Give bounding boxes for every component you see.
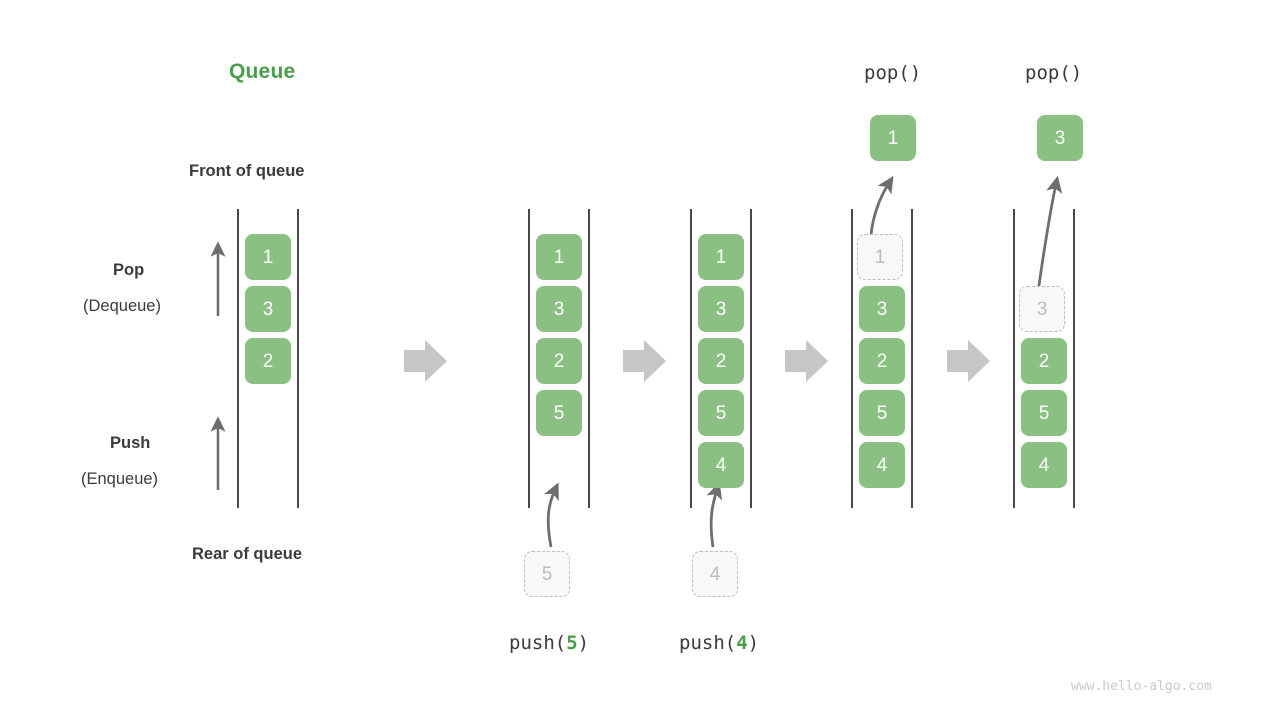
ghost-cell-incoming: 4 bbox=[692, 551, 738, 597]
queue-rail-right bbox=[1073, 209, 1075, 508]
queue-cell: 3 bbox=[245, 286, 291, 332]
queue-cell: 3 bbox=[859, 286, 905, 332]
ghost-cell-removed: 3 bbox=[1019, 286, 1065, 332]
queue-rail-right bbox=[750, 209, 752, 508]
push-prefix: push( bbox=[679, 632, 737, 654]
push-argument: 5 bbox=[566, 632, 578, 654]
queue-cell: 2 bbox=[859, 338, 905, 384]
front-of-queue-label: Front of queue bbox=[189, 162, 305, 180]
queue-cell: 5 bbox=[698, 390, 744, 436]
rear-of-queue-label: Rear of queue bbox=[192, 545, 303, 563]
queue-cell: 2 bbox=[245, 338, 291, 384]
queue-cell-new: 4 bbox=[698, 442, 744, 488]
popped-cell: 1 bbox=[870, 115, 916, 161]
queue-cell: 3 bbox=[698, 286, 744, 332]
ghost-cell-incoming: 5 bbox=[524, 551, 570, 597]
push-4-arrow bbox=[706, 482, 723, 548]
operation-caption-pop-1: pop() bbox=[864, 62, 922, 84]
queue-cell: 1 bbox=[245, 234, 291, 280]
transition-arrow-1 bbox=[404, 340, 447, 382]
operation-caption-push-4: push(4) bbox=[679, 632, 759, 654]
queue-cell: 4 bbox=[1021, 442, 1067, 488]
operation-caption-pop-3: pop() bbox=[1025, 62, 1083, 84]
pop-label: Pop bbox=[113, 261, 145, 279]
push-argument: 4 bbox=[736, 632, 748, 654]
queue-rail-right bbox=[911, 209, 913, 508]
operation-caption-push-5: push(5) bbox=[509, 632, 589, 654]
push-prefix: push( bbox=[509, 632, 567, 654]
queue-cell: 5 bbox=[859, 390, 905, 436]
page-title: Queue bbox=[229, 60, 296, 83]
queue-rail-left bbox=[851, 209, 853, 508]
transition-arrow-3 bbox=[785, 340, 828, 382]
watermark: www.hello-algo.com bbox=[1071, 679, 1212, 694]
transition-arrow-2 bbox=[623, 340, 666, 382]
queue-cell: 1 bbox=[536, 234, 582, 280]
queue-rail-left bbox=[1013, 209, 1015, 508]
push-5-arrow bbox=[544, 482, 559, 548]
queue-cell: 5 bbox=[1021, 390, 1067, 436]
pop-sub-label: (Dequeue) bbox=[83, 297, 161, 315]
queue-cell: 4 bbox=[859, 442, 905, 488]
queue-rail-left bbox=[528, 209, 530, 508]
queue-cell: 2 bbox=[698, 338, 744, 384]
push-label: Push bbox=[110, 434, 151, 452]
queue-cell-new: 5 bbox=[536, 390, 582, 436]
push-sub-label: (Enqueue) bbox=[81, 470, 159, 488]
queue-cell: 1 bbox=[698, 234, 744, 280]
push-suffix: ) bbox=[747, 632, 760, 654]
queue-cell: 2 bbox=[1021, 338, 1067, 384]
queue-rail-left bbox=[237, 209, 239, 508]
ghost-cell-removed: 1 bbox=[857, 234, 903, 280]
queue-rail-left bbox=[690, 209, 692, 508]
queue-cell: 2 bbox=[536, 338, 582, 384]
popped-cell: 3 bbox=[1037, 115, 1083, 161]
queue-cell: 3 bbox=[536, 286, 582, 332]
pop-3-arrow bbox=[1035, 175, 1063, 301]
queue-rail-right bbox=[297, 209, 299, 508]
push-suffix: ) bbox=[577, 632, 590, 654]
queue-rail-right bbox=[588, 209, 590, 508]
transition-arrow-4 bbox=[947, 340, 990, 382]
